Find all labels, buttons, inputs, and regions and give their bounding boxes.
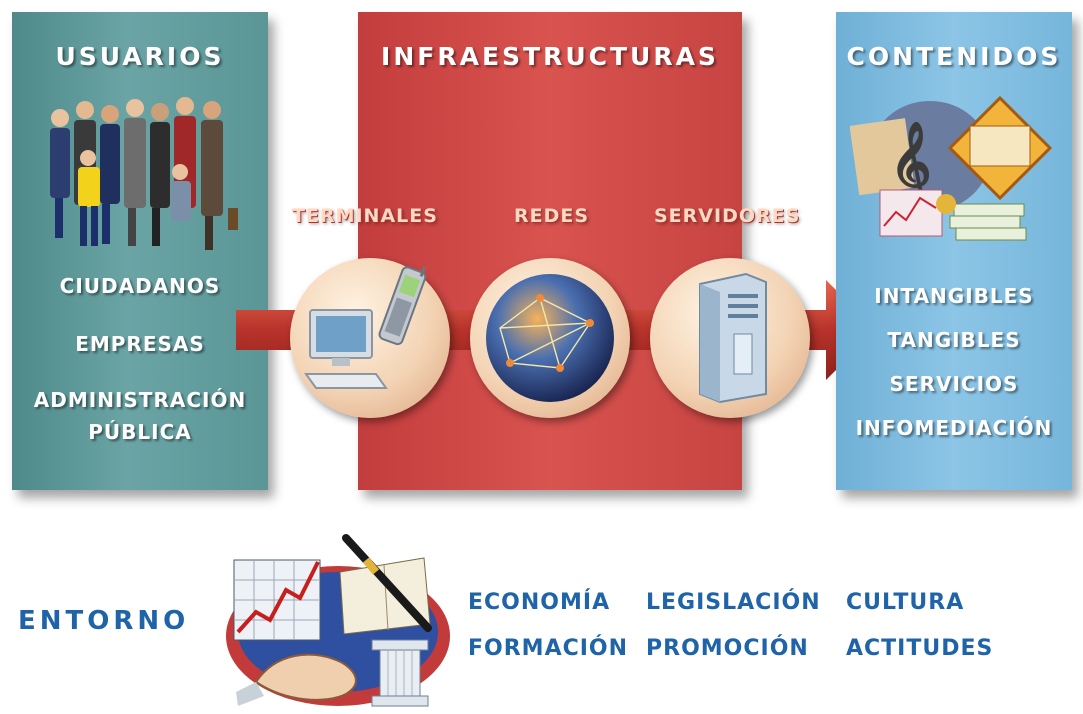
contenidos-item-intangibles: INTANGIBLES — [874, 284, 1034, 308]
contenidos-item-infomediacion: INFOMEDIACIÓN — [855, 416, 1053, 440]
contenidos-panel: CONTENIDOS 𝄞 INTANGIBLES TANGIBLES SERVI… — [836, 12, 1072, 490]
globe-network-icon — [486, 274, 614, 402]
media-collage-icon: 𝄞 — [850, 95, 1053, 241]
stage-label-redes: REDES — [514, 205, 590, 227]
factor-actitudes: ACTITUDES — [846, 636, 994, 661]
infraestructuras-panel: INFRAESTRUCTURAS — [358, 12, 742, 490]
contenidos-item-servicios: SERVICIOS — [889, 372, 1019, 396]
handshake-icon — [236, 653, 357, 706]
usuarios-title: USUARIOS — [55, 42, 225, 71]
stage-label-servidores: SERVIDORES — [654, 205, 801, 227]
factor-economia: ECONOMÍA — [468, 590, 611, 615]
usuarios-panel: USUARIOS CIUDADANOS EMPRESAS ADMINISTRAC… — [12, 12, 268, 490]
factor-formacion: FORMACIÓN — [468, 636, 629, 661]
usuarios-item-publica: PÚBLICA — [88, 420, 192, 444]
column-icon — [371, 639, 429, 707]
factor-cultura: CULTURA — [846, 590, 965, 615]
stage-label-terminales: TERMINALES — [292, 205, 438, 227]
contenidos-item-tangibles: TANGIBLES — [887, 328, 1021, 352]
terminales-disc — [290, 258, 450, 418]
servidores-disc — [650, 258, 810, 418]
mobile-phone-icon — [378, 266, 427, 346]
usuarios-item-administracion: ADMINISTRACIÓN — [33, 388, 247, 412]
redes-disc — [470, 258, 630, 418]
contenidos-title: CONTENIDOS — [846, 42, 1062, 71]
server-icon — [699, 272, 767, 404]
people-group-icon — [50, 97, 238, 250]
fountain-pen-icon — [342, 534, 432, 632]
factor-legislacion: LEGISLACIÓN — [646, 590, 821, 615]
usuarios-item-ciudadanos: CIUDADANOS — [59, 274, 221, 298]
computer-terminal-icon — [304, 309, 388, 389]
usuarios-item-empresas: EMPRESAS — [75, 332, 205, 356]
growth-chart-icon — [233, 559, 321, 641]
entorno-title: ENTORNO — [18, 606, 190, 636]
infraestructuras-title: INFRAESTRUCTURAS — [381, 42, 719, 71]
factor-promocion: PROMOCIÓN — [646, 636, 809, 661]
entorno-illustration — [226, 534, 450, 707]
